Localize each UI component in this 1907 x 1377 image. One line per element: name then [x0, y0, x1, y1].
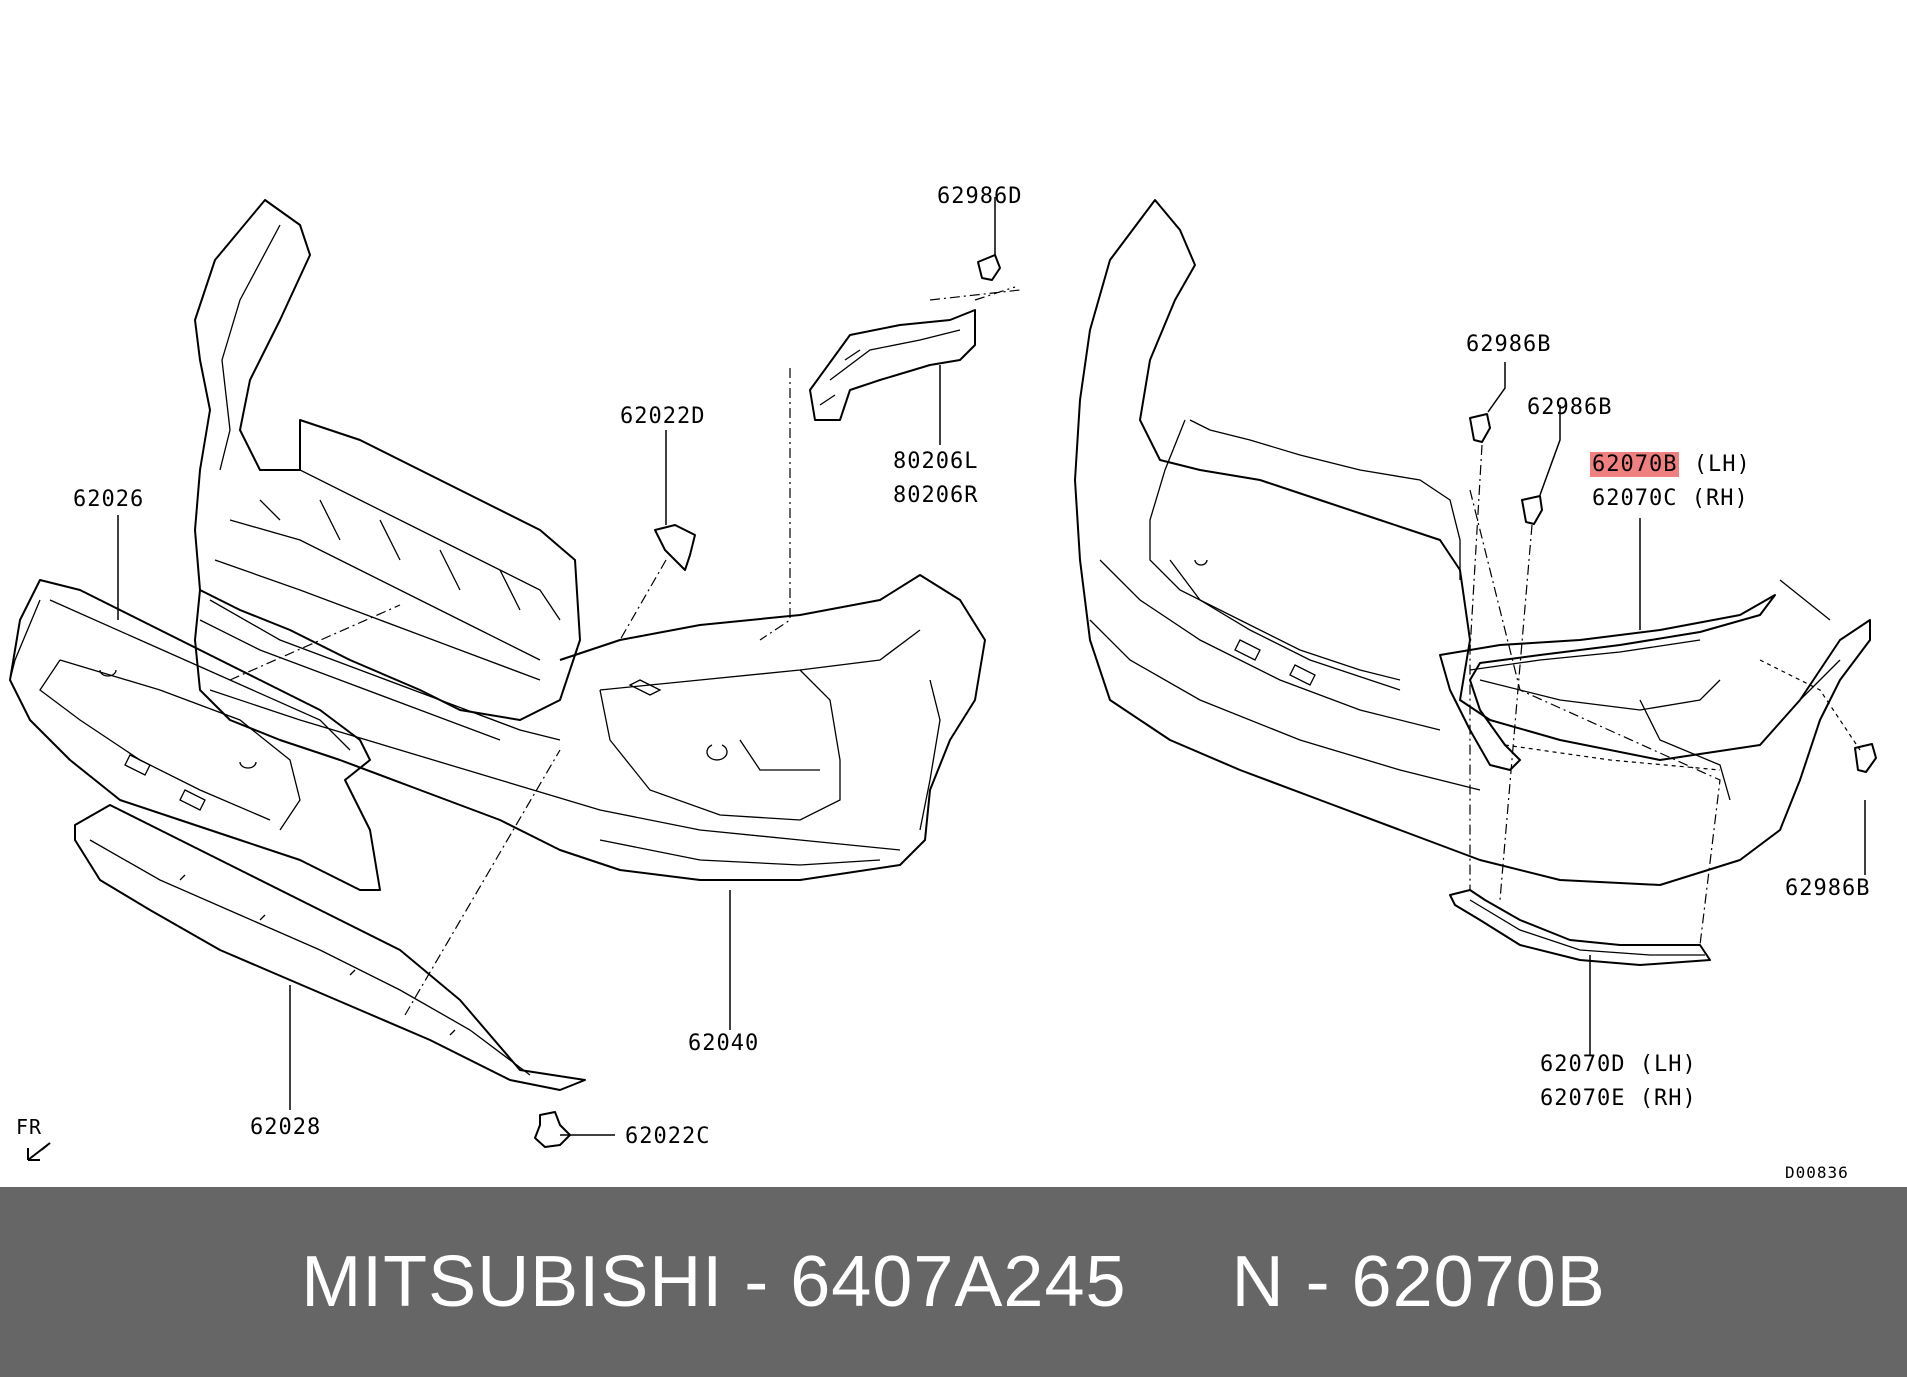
- lower-garnish: [1449, 889, 1711, 966]
- label-62022D: 62022D: [620, 404, 706, 429]
- side-rh: (RH): [1639, 1086, 1697, 1111]
- lower-molding: [74, 804, 586, 1091]
- bumper-bracket: [809, 309, 976, 421]
- label-80206R: 80206R: [893, 483, 979, 508]
- screw-62986B-c: [1854, 743, 1877, 773]
- label-62986B-c: 62986B: [1785, 876, 1871, 901]
- diagram-drawing: [9, 197, 1877, 1161]
- label-62986D: 62986D: [937, 184, 1023, 209]
- clip-62022D: [654, 524, 696, 571]
- highlighted-part-number: 62070B: [1590, 452, 1680, 477]
- radiator-support-frame: [194, 199, 581, 741]
- screw-62986B-a: [1469, 413, 1491, 443]
- label-62986B-a: 62986B: [1466, 332, 1552, 357]
- clip-62986D: [977, 254, 1001, 281]
- front-direction-arrow-icon: [27, 1142, 51, 1161]
- label-62026: 62026: [73, 487, 145, 512]
- front-bumper-cover: [194, 574, 986, 881]
- label-62070B: 62070B (LH): [1590, 452, 1751, 477]
- fog-lamp-garnish: [1439, 594, 1776, 771]
- side-lh: (LH): [1639, 1052, 1697, 1077]
- label-62040: 62040: [688, 1031, 760, 1056]
- footer-part-info: MITSUBISHI - 6407A245 N - 62070B: [301, 1242, 1606, 1322]
- clip-62022C: [534, 1111, 571, 1148]
- front-grille: [9, 579, 381, 891]
- label-62986B-b: 62986B: [1527, 395, 1613, 420]
- screw-62986B-b: [1521, 495, 1543, 525]
- label-fr: FR: [16, 1115, 43, 1139]
- label-62028: 62028: [250, 1115, 322, 1140]
- side-rh: (RH): [1691, 486, 1749, 511]
- label-62070E: 62070E (RH): [1540, 1087, 1697, 1111]
- part-number-62070D: 62070D: [1540, 1052, 1626, 1077]
- label-80206L: 80206L: [893, 449, 979, 474]
- part-number-62070C: 62070C: [1592, 486, 1678, 511]
- footer-banner: MITSUBISHI - 6407A245 N - 62070B: [0, 1187, 1907, 1377]
- drawing-code: D00836: [1785, 1163, 1849, 1182]
- left-leader-lines: [117, 197, 1021, 1136]
- rear-view-bumper: [1074, 199, 1871, 886]
- right-leader-lines: [1469, 362, 1866, 1055]
- parts-diagram: 62986D 62022D 80206L 80206R 62026 62040 …: [9, 184, 1877, 1182]
- label-62022C: 62022C: [625, 1124, 711, 1149]
- label-62070D: 62070D (LH): [1540, 1053, 1697, 1077]
- side-lh: (LH): [1693, 452, 1751, 477]
- label-62070C: 62070C (RH): [1592, 487, 1749, 511]
- part-number-62070E: 62070E: [1540, 1086, 1626, 1111]
